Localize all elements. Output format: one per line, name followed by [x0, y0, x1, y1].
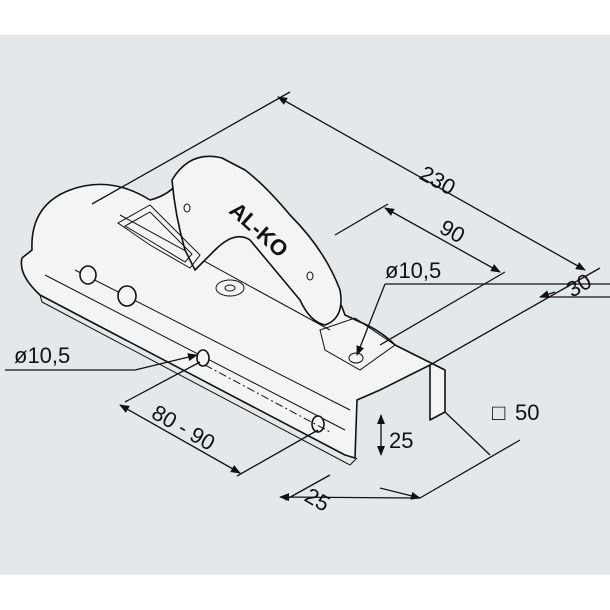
dim-25-offset: 25 — [301, 483, 335, 517]
coupling-body: AL-KO — [20, 155, 446, 466]
dimension-lines — [5, 91, 610, 502]
square-symbol: □ — [492, 400, 505, 425]
dim-50: 50 — [515, 400, 539, 425]
dim-hole-top: ø10,5 — [385, 258, 441, 283]
dim-230: 230 — [416, 161, 460, 201]
dim-25-height: 25 — [389, 428, 413, 453]
dim-hole-side: ø10,5 — [14, 343, 70, 368]
dim-80-90: 80 - 90 — [148, 400, 220, 456]
dim-90: 90 — [436, 215, 470, 249]
